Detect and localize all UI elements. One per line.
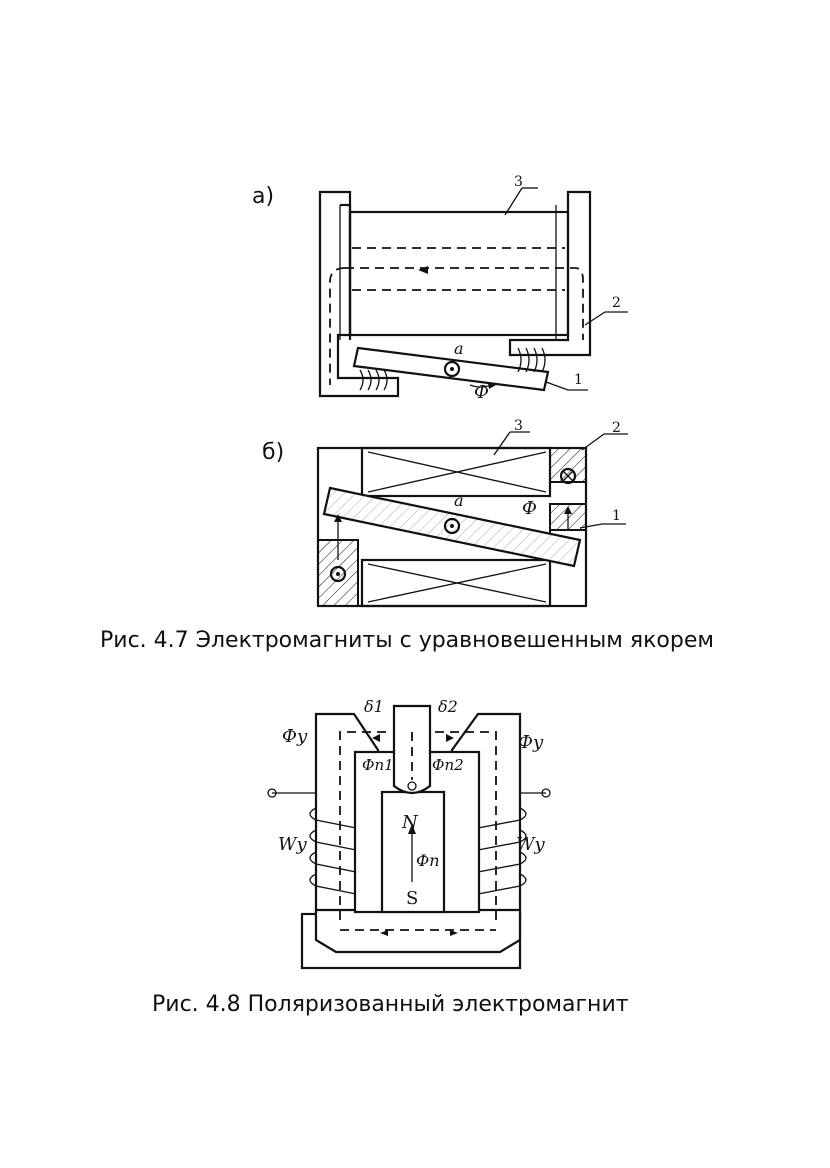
gap-right-label: δ2 [438,697,458,716]
callout-1-b: 1 [612,508,621,524]
terminal-left-icon [267,788,277,798]
callout-3-a: 3 [514,174,523,190]
callout-2-b: 2 [612,420,621,436]
terminal-right-icon [541,788,551,798]
flux-pm-left-label: Фп1 [362,756,394,774]
winding-left-label: Wу [278,834,308,855]
pivot-a-icon [443,360,461,378]
figure-a-label: а) [252,184,275,209]
flux-pm-label: Фп [416,851,440,870]
flux-label-a: Ф [474,382,489,403]
flux-control-right-label: Фу [518,732,544,753]
pole-south-label: S [406,888,418,909]
flux-label-b: Ф [522,498,537,519]
figure-b-label: б) [262,440,285,465]
cross-icon [559,467,577,485]
callout-1-a: 1 [574,372,583,388]
pivot-label-b: a [454,491,464,510]
pole-north-label: N [401,812,419,833]
callout-2-a: 2 [612,295,621,311]
callout-3-b: 3 [514,418,523,434]
caption-fig-4-8: Рис. 4.8 Поляризованный электромагнит [152,992,629,1017]
gap-left-label: δ1 [364,697,384,716]
dot-icon [329,565,347,583]
winding-right-label: Wу [516,834,546,855]
pivot-label-a: a [454,339,464,358]
flux-pm-right-label: Фп2 [432,756,464,774]
flux-control-left-label: Фу [282,726,308,747]
pivot-b-icon [443,517,461,535]
caption-fig-4-7: Рис. 4.7 Электромагниты с уравновешенным… [100,628,714,653]
permanent-magnet [380,790,446,914]
flux-arrow-a [418,266,428,274]
